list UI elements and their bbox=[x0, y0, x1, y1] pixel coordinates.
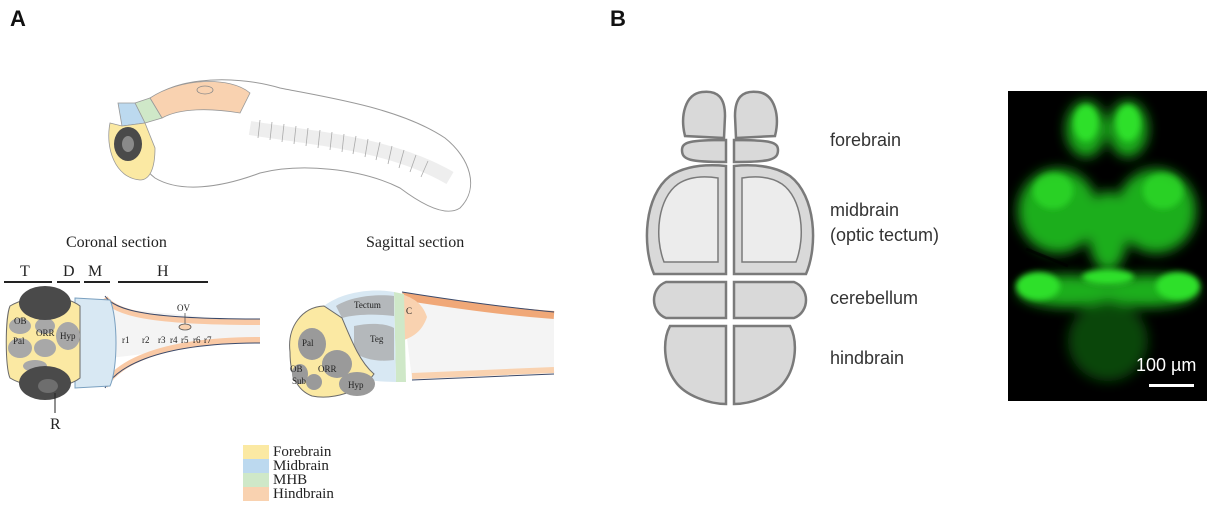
coronal-pal-label: Pal bbox=[13, 336, 25, 346]
sagittal-pal-label: Pal bbox=[302, 338, 314, 348]
forebrain-lower-left bbox=[682, 140, 726, 162]
legend-swatch-mhb bbox=[243, 473, 269, 487]
legend-item-midbrain: Midbrain bbox=[243, 459, 383, 473]
sagittal-orr-label: ORR bbox=[318, 364, 337, 374]
sagittal-mhb bbox=[394, 292, 406, 382]
legend-label: Hindbrain bbox=[273, 487, 334, 501]
sagittal-teg-label: Teg bbox=[370, 334, 384, 344]
label-midbrain: midbrain bbox=[830, 199, 899, 221]
cerebellum-left bbox=[654, 282, 726, 318]
legend-label: Midbrain bbox=[273, 459, 329, 473]
coronal-lens-bottom bbox=[38, 379, 58, 393]
legend: Forebrain Midbrain MHB Hindbrain bbox=[243, 445, 383, 501]
coronal-midbrain bbox=[75, 298, 116, 388]
coronal-r-label: R bbox=[50, 416, 61, 433]
coronal-ob-label: OB bbox=[14, 316, 27, 326]
sagittal-section: Tectum C Teg Pal OB Sub ORR Hyp bbox=[282, 282, 557, 412]
region-h-label: H bbox=[157, 263, 169, 280]
sagittal-sub-label: Sub bbox=[292, 376, 307, 386]
region-t-label: T bbox=[20, 263, 30, 280]
legend-item-mhb: MHB bbox=[243, 473, 383, 487]
sagittal-c-label: C bbox=[406, 306, 412, 316]
panel-a-label: A bbox=[10, 6, 26, 32]
sagittal-hyp-label: Hyp bbox=[348, 380, 364, 390]
hindbrain-right bbox=[734, 326, 795, 404]
coronal-ov-label: OV bbox=[177, 303, 190, 313]
region-d-label: D bbox=[63, 263, 75, 280]
rhombomere-label: r6 bbox=[193, 335, 201, 345]
label-hindbrain: hindbrain bbox=[830, 347, 904, 369]
rhombomere-label: r5 bbox=[181, 335, 189, 345]
legend-item-forebrain: Forebrain bbox=[243, 445, 383, 459]
rhombomere-label: r1 bbox=[122, 335, 130, 345]
sagittal-ob-label: OB bbox=[290, 364, 303, 374]
coronal-section: T D M H OB Pal ORR Hyp OV bbox=[0, 258, 270, 443]
coronal-orr-label: ORR bbox=[36, 328, 55, 338]
coronal-hyp-label: Hyp bbox=[60, 331, 76, 341]
rhombomere-label: r3 bbox=[158, 335, 166, 345]
coronal-section-title: Coronal section bbox=[66, 234, 167, 252]
legend-swatch-midbrain bbox=[243, 459, 269, 473]
legend-swatch-hindbrain bbox=[243, 487, 269, 501]
forebrain-right bbox=[735, 92, 777, 138]
cerebellum-right bbox=[734, 282, 806, 318]
label-optic-tectum: (optic tectum) bbox=[830, 224, 939, 246]
larva-lens bbox=[122, 136, 134, 152]
label-cerebellum: cerebellum bbox=[830, 287, 918, 309]
rhombomere-label: r2 bbox=[142, 335, 150, 345]
sagittal-section-title: Sagittal section bbox=[366, 234, 464, 252]
fluorescence-micrograph: 100 µm bbox=[1008, 91, 1207, 401]
forebrain-lower-right bbox=[734, 140, 778, 162]
rhombomere-label: r7 bbox=[204, 335, 212, 345]
forebrain-left bbox=[683, 92, 725, 138]
legend-label: Forebrain bbox=[273, 445, 331, 459]
hindbrain-left bbox=[665, 326, 726, 404]
legend-swatch-forebrain bbox=[243, 445, 269, 459]
legend-label: MHB bbox=[273, 473, 307, 487]
rhombomere-label: r4 bbox=[170, 335, 178, 345]
scale-bar bbox=[1149, 384, 1194, 387]
coronal-otic-vesicle bbox=[179, 324, 191, 330]
coronal-eye-top bbox=[19, 286, 71, 320]
region-m-label: M bbox=[88, 263, 102, 280]
scale-bar-label: 100 µm bbox=[1136, 355, 1196, 375]
larva-schematic bbox=[100, 68, 490, 223]
legend-item-hindbrain: Hindbrain bbox=[243, 487, 383, 501]
label-forebrain: forebrain bbox=[830, 129, 901, 151]
sagittal-tectum-label: Tectum bbox=[354, 300, 381, 310]
brain-schematic bbox=[640, 86, 820, 406]
panel-b-label: B bbox=[610, 6, 626, 32]
